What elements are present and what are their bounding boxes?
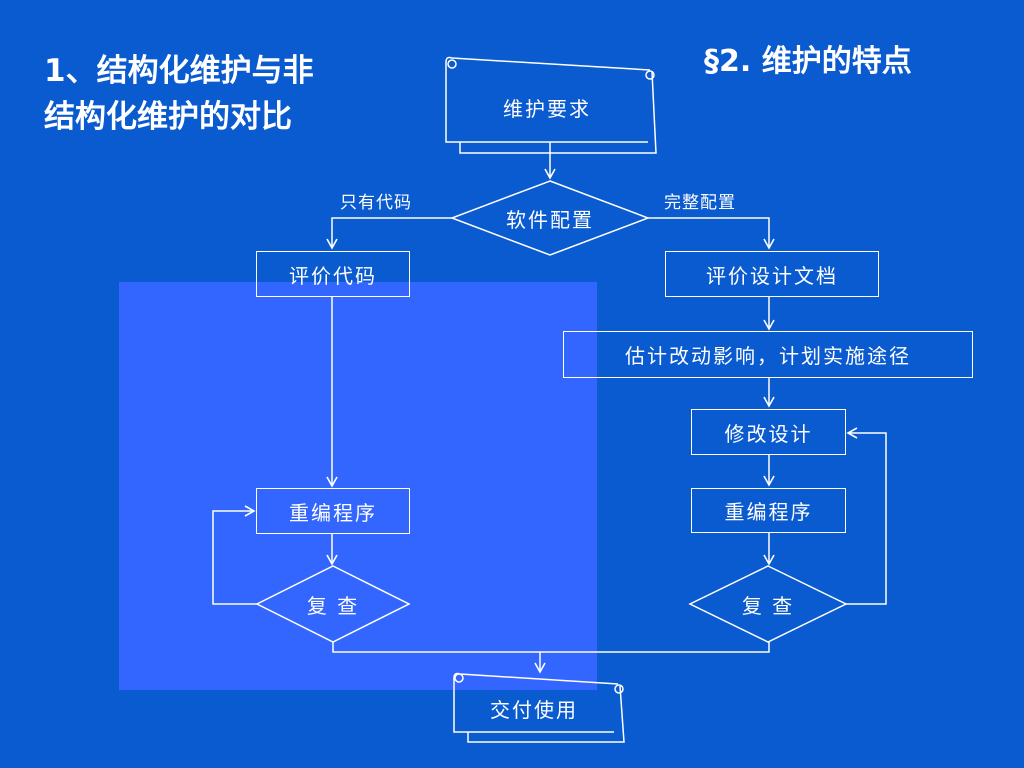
heading-line-1: 1、结构化维护与非 [44,53,314,89]
right-reprogram-node: 重编程序 [691,488,846,533]
left-review-label: 复 查 [306,593,360,618]
structured-vs-unstructured-highlight [119,282,597,690]
section-title: §2. 维护的特点 [704,44,912,79]
slide-heading: 1、结构化维护与非 结构化维护的对比 [44,48,314,140]
right-review-label: 复 查 [741,593,795,618]
end-scroll-shape [453,672,625,743]
decision-diamond [449,180,651,256]
start-node: 维护要求 [503,96,591,121]
branch-right-label: 完整配置 [664,193,736,213]
right-evaluate-node: 评价设计文档 [665,251,879,297]
right-estimate-node: 估计改动影响，计划实施途径 [563,331,973,378]
left-evaluate-node: 评价代码 [256,251,410,297]
right-review-diamond [688,565,848,643]
start-scroll-shape [445,56,657,154]
heading-line-2: 结构化维护的对比 [44,99,292,135]
branch-left-label: 只有代码 [340,193,412,213]
left-reprogram-node: 重编程序 [256,488,410,534]
decision-label: 软件配置 [506,207,594,232]
end-node: 交付使用 [490,697,578,722]
right-modify-node: 修改设计 [691,409,846,455]
